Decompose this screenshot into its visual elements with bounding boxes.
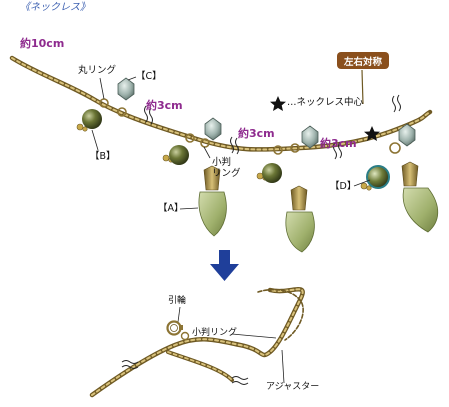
crystal-beads [117,77,416,149]
label-kohan-ring-bottom: 小判リング [192,328,238,338]
star-icon [364,126,380,141]
spring-ring-clasp [166,320,190,341]
down-arrow-icon [210,250,239,281]
label-maru-ring: 丸リング [78,65,117,76]
label-D: 【D】 [330,181,357,192]
label-adjuster: アジャスター [266,382,320,392]
chain-break-marks [144,94,401,160]
label-kohan-ring-top: 小判 リング [212,157,241,179]
leaf-drops [198,161,439,253]
tag-pointer-line [361,69,364,105]
chain-lower [89,287,305,398]
length-seg3: 約3cm [320,137,357,150]
star-icon [270,96,286,111]
jump-rings [99,98,413,155]
label-hikiwa: 引輪 [168,296,187,306]
label-C: 【C】 [136,71,162,82]
pearls [82,109,390,189]
lower-break-marks [121,360,249,385]
symmetry-tag: 左右対称 [337,52,389,69]
label-B: 【B】 [90,151,116,162]
star-icons [270,96,380,141]
chain-upper [9,55,433,152]
length-seg1: 約3cm [146,99,183,112]
label-center-note: …ネックレス中心 [287,97,364,108]
leader-lines [91,76,371,384]
length-total: 約10cm [20,37,65,50]
gold-beads [76,123,372,191]
diagram-title: 《ネックレス》 [20,2,90,13]
label-A: 【A】 [158,203,184,214]
length-seg2: 約3cm [238,127,275,140]
